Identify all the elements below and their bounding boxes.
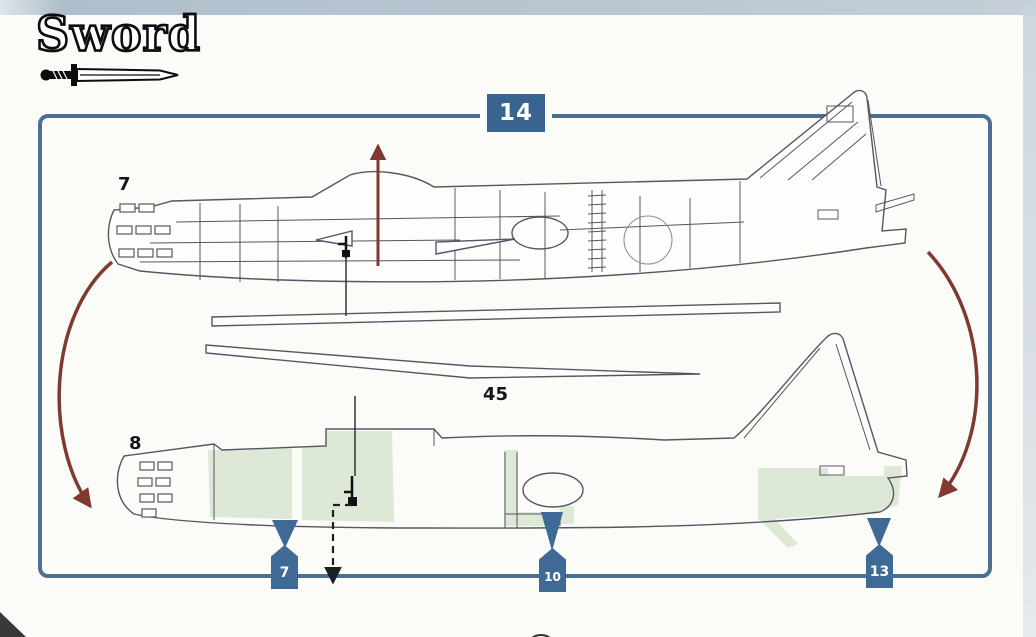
callout-label: 7 bbox=[279, 565, 290, 581]
upper-fuselage-drawing bbox=[107, 89, 915, 283]
scan-smudge bbox=[0, 612, 26, 637]
lower-fuselage-drawing bbox=[116, 332, 908, 529]
step-number: 14 bbox=[498, 100, 533, 126]
callout-connectors bbox=[272, 512, 891, 551]
down-dashed-arrow bbox=[324, 503, 352, 585]
brand-logo-text: Sword bbox=[35, 5, 202, 63]
next-step-circle-partial bbox=[531, 634, 551, 637]
left-curve-arrow bbox=[57, 260, 114, 509]
scan-top-band bbox=[0, 0, 1036, 15]
brand-logo: Sword bbox=[35, 5, 216, 94]
callout-label: 13 bbox=[869, 564, 890, 580]
step-number-badge: 14 bbox=[487, 94, 545, 132]
part-label-lower-fuselage: 8 bbox=[129, 433, 142, 454]
right-curve-arrow bbox=[926, 250, 979, 499]
assembly-connectors bbox=[338, 236, 357, 506]
callout-label: 10 bbox=[544, 570, 561, 584]
interior-shading bbox=[208, 431, 902, 548]
sword-icon bbox=[40, 64, 179, 86]
part-label-upper-fuselage: 7 bbox=[118, 174, 131, 195]
scan-right-band bbox=[1023, 6, 1036, 637]
part-label-strip: 45 bbox=[483, 384, 509, 405]
strip-parts bbox=[205, 302, 781, 379]
